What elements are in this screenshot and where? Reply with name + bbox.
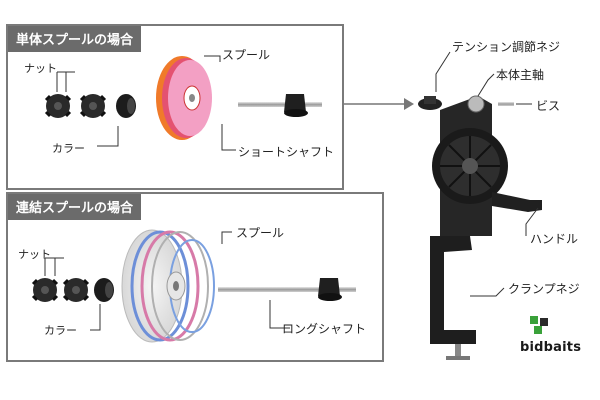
line-winder-device <box>418 95 542 360</box>
tension-knob-label: テンション調節ネジ <box>452 40 561 54</box>
collar-2-icon <box>94 278 114 302</box>
clamp-leader <box>470 287 505 297</box>
spool-label-1: スプール <box>222 48 271 62</box>
spool-leader-2 <box>221 231 232 244</box>
nut-label-1: ナット <box>24 62 57 75</box>
clamp-screw-label: クランプネジ <box>508 282 580 296</box>
spool-single-icon <box>156 56 212 140</box>
collar-leader-1 <box>97 126 119 147</box>
collar-label-1: カラー <box>52 142 85 155</box>
spool-label-2: スプール <box>236 226 285 240</box>
arrow-to-device <box>344 98 414 110</box>
bidbaits-logo-icon <box>530 316 548 334</box>
spool-linked-icon <box>121 229 215 343</box>
linked-spool-panel: 連結スプールの場合 <box>6 192 384 362</box>
bidbaits-logo: bidbaits <box>520 318 590 358</box>
short-shaft-label: ショートシャフト <box>238 145 335 159</box>
collar-label-2: カラー <box>44 324 77 337</box>
spool-leader-1 <box>204 55 221 62</box>
short-shaft-icon <box>238 94 322 117</box>
nut-1-icon <box>44 94 72 118</box>
nut-4-icon <box>62 278 90 302</box>
long-shaft-label: ロングシャフト <box>282 322 367 336</box>
linked-spool-panel-title: 連結スプールの場合 <box>8 194 142 220</box>
nut-leader-2 <box>44 257 64 276</box>
tension-leader <box>435 51 451 92</box>
nut-2-icon <box>79 94 107 118</box>
logo-text: bidbaits <box>520 340 582 355</box>
shaft-leader-1 <box>221 124 236 151</box>
handle-leader <box>525 207 539 236</box>
long-shaft-icon <box>218 278 356 301</box>
nut-3-icon <box>31 278 59 302</box>
screw-label: ビス <box>536 99 561 113</box>
shaft-leader-2 <box>269 300 290 329</box>
collar-1-icon <box>116 94 136 118</box>
collar-leader-2 <box>90 304 101 331</box>
nut-leader-1 <box>56 71 75 92</box>
handle-label: ハンドル <box>530 232 579 246</box>
main-shaft-label: 本体主軸 <box>496 68 545 82</box>
main-shaft-leader <box>477 73 495 97</box>
nut-label-2: ナット <box>18 248 51 261</box>
single-spool-panel-title: 単体スプールの場合 <box>8 26 142 52</box>
